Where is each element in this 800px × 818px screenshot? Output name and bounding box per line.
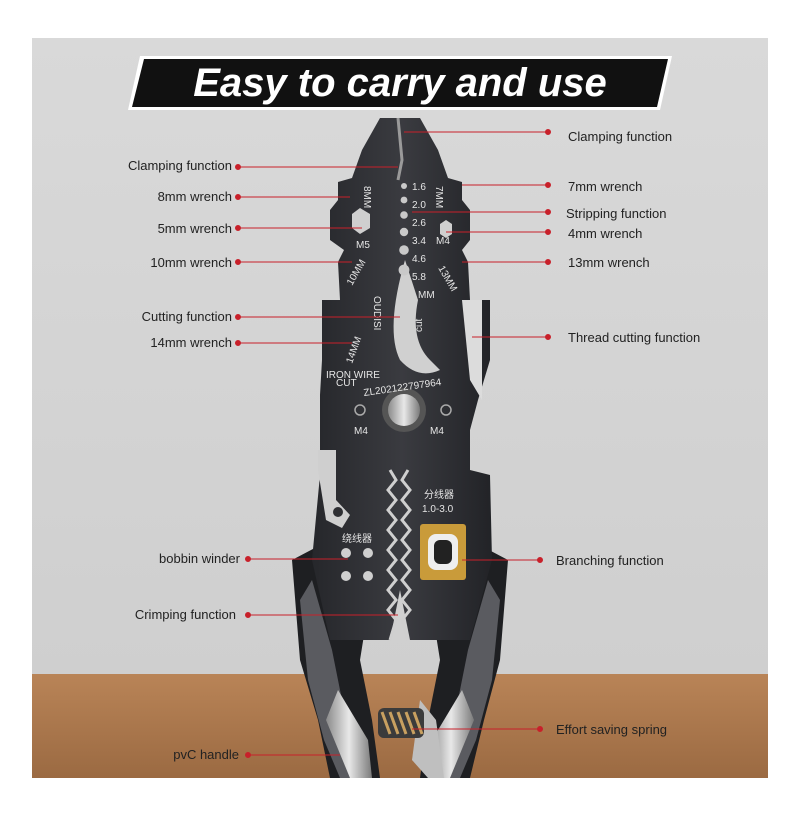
label-thread-cutting: Thread cutting function [568,330,701,345]
label-13mm-wrench: 13mm wrench [568,255,650,270]
strip-size: 2.6 [412,218,426,229]
label-bobbin-winder: bobbin winder [159,551,240,566]
spring [378,708,424,738]
label-10mm-wrench: 10mm wrench [150,255,232,270]
label-cutting: Cutting function [141,309,232,324]
label-7mm-wrench: 7mm wrench [568,179,643,194]
engraving-iron-wire-cut: CUT [336,378,357,389]
engraving-m4-left: M4 [354,426,368,437]
strip-size: 2.0 [412,200,426,211]
label-crimping: Crimping function [134,607,236,622]
strip-size: 4.6 [412,254,426,265]
label-4mm-wrench: 4mm wrench [568,226,643,241]
label-stripping: Stripping function [566,206,667,221]
title-banner [128,56,672,110]
strip-size: 5.8 [412,272,426,283]
label-branching: Branching function [556,553,664,568]
engraving-8mm: 8MM [361,186,372,208]
callout-lines [235,129,551,758]
strip-size: 3.4 [412,236,426,247]
label-clamping-left: Clamping function [127,158,232,173]
engraving-7mm: 7MM [433,186,444,208]
title-banner-box: Easy to carry and use [128,55,672,111]
strip-size: 1.6 [412,182,426,193]
label-clamping-top: Clamping function [568,129,673,144]
label-spring: Effort saving spring [556,722,668,737]
engraving-m4-top: M4 [436,236,450,247]
engraving-brand: OUDISI [371,296,382,330]
label-pvc-handle: pvC handle [173,747,239,762]
engraving-m4-right: M4 [430,426,444,437]
engraving-iron-wire: IRON WIRE [326,370,380,381]
engraving-winder: 绕线器 [342,532,372,545]
label-8mm-wrench: 8mm wrench [157,189,232,204]
engraving-cut: cut [414,318,425,332]
page-title: Easy to carry and use [193,61,607,105]
engraving-splitter: 分线器 [424,488,454,501]
label-14mm-wrench: 14mm wrench [150,335,232,350]
engraving-splitter-range: 1.0-3.0 [422,504,454,515]
label-5mm-wrench: 5mm wrench [157,221,232,236]
engraving-m5: M5 [356,240,370,251]
tool-head [312,117,492,641]
engraving-mm: MM [418,290,435,301]
